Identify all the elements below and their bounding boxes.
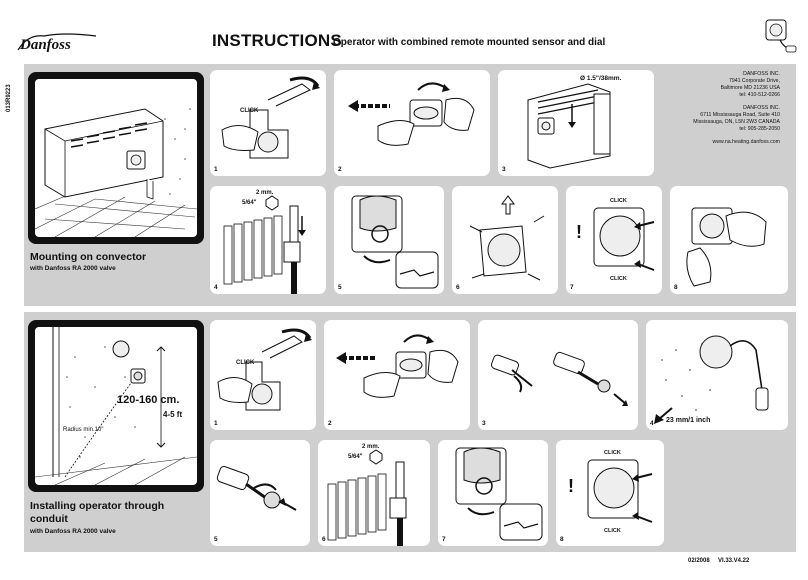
s1-step-2: 2 [334, 70, 490, 176]
section1-subtitle: with Danfoss RA 2000 valve [30, 265, 116, 272]
s2-step-7: 7 [438, 440, 548, 546]
s2-step-3: 3 [478, 320, 638, 430]
svg-text:CLICK: CLICK [610, 198, 627, 204]
step-number: 2 [338, 166, 342, 173]
step-number: 7 [570, 284, 574, 291]
address-us: DANFOSS INC. 7941 Corporate Drive, Balti… [662, 71, 780, 99]
svg-text:23 mm/1 inch: 23 mm/1 inch [666, 417, 710, 424]
page-title: INSTRUCTIONS [212, 31, 342, 51]
step-number: 2 [328, 420, 332, 427]
step-number: 1 [214, 420, 218, 427]
s1-step-6: 6 [452, 186, 558, 294]
s2-step-4: 23 mm/1 inch 4 [646, 320, 788, 430]
address-block: DANFOSS INC. 7941 Corporate Drive, Balti… [662, 71, 780, 146]
svg-text:!: ! [576, 222, 582, 242]
step-number: 5 [214, 536, 218, 543]
side-code-left: 013R9223 [6, 84, 12, 112]
step-number: 3 [482, 420, 486, 427]
svg-text:CLICK: CLICK [604, 528, 621, 534]
step-number: 6 [322, 536, 326, 543]
svg-text:120-160 cm.: 120-160 cm. [117, 394, 179, 406]
step-number: 7 [442, 536, 446, 543]
step-number: 6 [456, 284, 460, 291]
s1-step-5: 5 [334, 186, 444, 294]
s2-step-1: CLICK 1 [210, 320, 316, 430]
s2-step-8: ! CLICK CLICK 8 [556, 440, 664, 546]
sensor-icon [762, 16, 798, 56]
danfoss-logo: Danfoss [14, 30, 100, 56]
svg-text:CLICK: CLICK [240, 108, 259, 114]
step-number: 8 [560, 536, 564, 543]
svg-text:2 mm.: 2 mm. [256, 190, 274, 196]
s1-step-8: 8 [670, 186, 788, 294]
s1-step-4: 2 mm. 5/64" 4 [210, 186, 326, 294]
svg-text:CLICK: CLICK [610, 276, 627, 282]
section1-hero [28, 72, 204, 244]
svg-text:2 mm.: 2 mm. [362, 444, 380, 450]
s2-step-6: 2 mm. 5/64" 6 [318, 440, 430, 546]
svg-text:4-5 ft: 4-5 ft [163, 410, 182, 419]
svg-text:CLICK: CLICK [236, 360, 255, 366]
s2-step-2: 2 [324, 320, 470, 430]
section2-title: Installing operator through conduit [30, 500, 164, 526]
address-canada: DANFOSS INC. 6711 Mississauga Road, Suit… [662, 105, 780, 133]
step-number: 4 [650, 420, 654, 427]
s1-step-3: Ø 1.5"/38mm. 3 [498, 70, 654, 176]
website-link[interactable]: www.na.heating.danfoss.com [662, 139, 780, 146]
svg-text:Ø 1.5"/38mm.: Ø 1.5"/38mm. [580, 75, 622, 82]
step-number: 8 [674, 284, 678, 291]
svg-text:!: ! [568, 476, 574, 496]
brand-text: Danfoss [19, 37, 71, 53]
s1-step-1: CLICK 1 [210, 70, 326, 176]
svg-text:Radius min.10": Radius min.10" [63, 427, 103, 433]
section2-subtitle: with Danfoss RA 2000 valve [30, 528, 116, 535]
section2-hero: 120-160 cm. 4-5 ft Radius min.10" [28, 320, 204, 492]
step-number: 3 [502, 166, 506, 173]
step-number: 1 [214, 166, 218, 173]
svg-text:CLICK: CLICK [604, 450, 621, 456]
step-number: 5 [338, 284, 342, 291]
s1-step-7: ! CLICK CLICK 7 [566, 186, 662, 294]
convector-illustration [35, 79, 197, 237]
s2-step-5: 5 [210, 440, 310, 546]
footer-version: VI.33.V4.22 [718, 558, 749, 564]
wall-installation-illustration: 120-160 cm. 4-5 ft Radius min.10" [35, 327, 197, 485]
step-number: 4 [214, 284, 218, 291]
svg-text:5/64": 5/64" [242, 200, 257, 206]
section1-title: Mounting on convector [30, 251, 146, 264]
svg-text:5/64": 5/64" [348, 454, 363, 460]
footer-date: 02/2008 [688, 558, 710, 564]
page-subtitle: Operator with combined remote mounted se… [333, 37, 605, 48]
